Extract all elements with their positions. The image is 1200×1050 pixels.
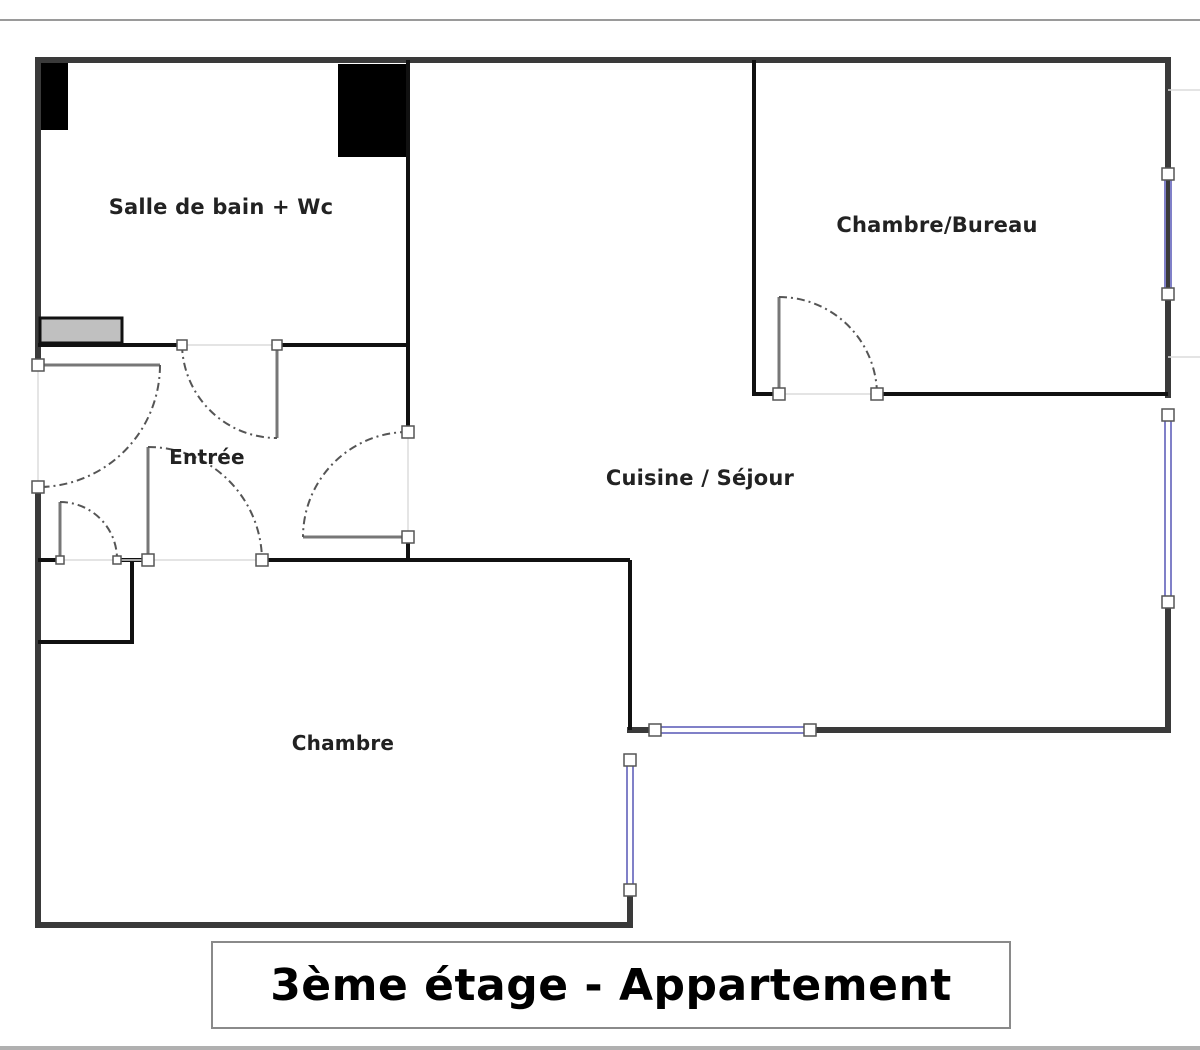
plan-title: 3ème étage - Appartement [270, 959, 952, 1011]
fixture-left [41, 63, 68, 130]
window-bottom [655, 726, 810, 734]
selection-handles [31, 167, 1175, 897]
top-rule [0, 19, 1200, 21]
room-label-chambre-bureau: Chambre/Bureau [836, 213, 1038, 237]
outer-walls [35, 57, 1171, 928]
room-label-entree: Entrée [169, 445, 245, 469]
plan-title-box: 3ème étage - Appartement [211, 941, 1011, 1029]
window-right-upper [1164, 174, 1172, 294]
bathtub-fixture [38, 316, 124, 345]
bottom-rule [0, 1046, 1200, 1050]
interior-walls [38, 60, 1168, 730]
room-label-salle-de-bain: Salle de bain + Wc [108, 195, 334, 219]
window-right-lower [1164, 415, 1172, 602]
door-arcs [37, 296, 878, 561]
bathroom-fixtures [38, 63, 406, 345]
room-label-cuisine-sejour: Cuisine / Séjour [605, 466, 795, 490]
room-label-chambre: Chambre [291, 731, 395, 755]
fixture-right [338, 64, 406, 157]
opening-guides [37, 89, 1200, 561]
window-chambre [626, 760, 634, 890]
windows [626, 174, 1172, 890]
door-leaves [38, 297, 781, 560]
